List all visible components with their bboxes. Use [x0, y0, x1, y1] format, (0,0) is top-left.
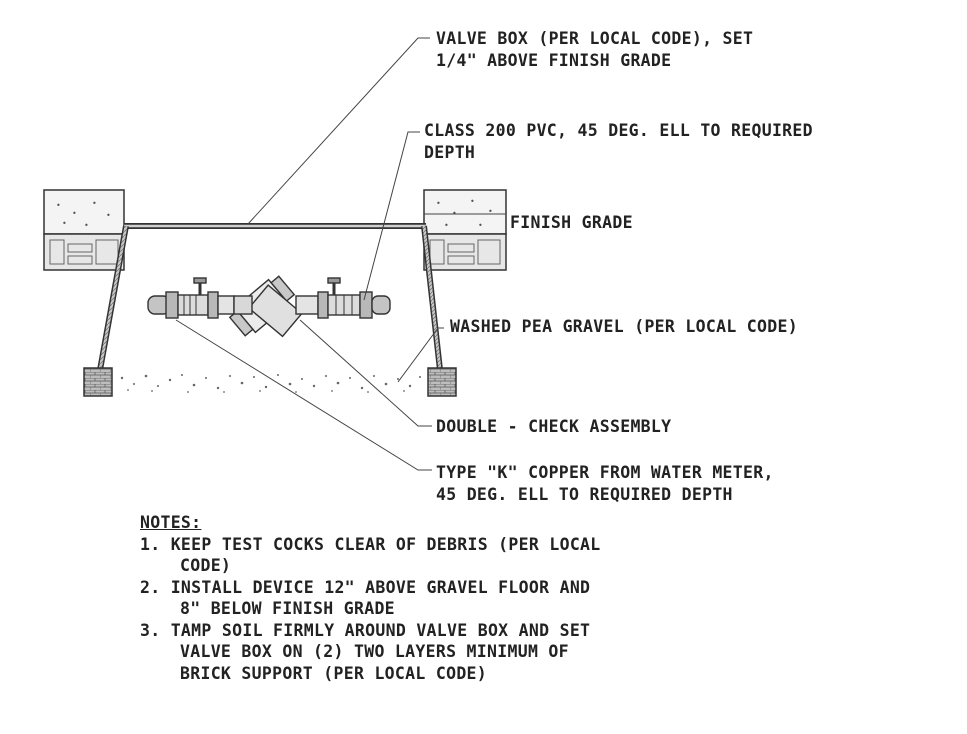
svg-text:•: • [84, 221, 89, 230]
svg-text:•: • [444, 221, 449, 230]
note-1-cont: CODE) [180, 556, 232, 575]
pvc-label: CLASS 200 PVC, 45 DEG. ELL TO REQUIRED D… [424, 120, 813, 164]
note-3-cont-1: VALVE BOX ON (2) TWO LAYERS MINIMUM OF [180, 642, 569, 661]
notes-section: NOTES: 1. KEEP TEST COCKS CLEAR OF DEBRI… [140, 512, 601, 684]
valve-box [97, 223, 443, 371]
svg-text:•: • [56, 201, 61, 210]
pea-gravel-label: WASHED PEA GRAVEL (PER LOCAL CODE) [450, 317, 798, 336]
pea-gravel [120, 374, 421, 393]
note-2-cont: 8" BELOW FINISH GRADE [180, 599, 395, 618]
finish-grade-label: FINISH GRADE [510, 213, 633, 232]
svg-text:•: • [436, 199, 441, 208]
svg-text:•: • [92, 199, 97, 208]
notes-heading: NOTES: [140, 513, 202, 532]
pvc-label-line-2: DEPTH [424, 143, 476, 162]
note-1: 1. KEEP TEST COCKS CLEAR OF DEBRIS (PER … [140, 534, 601, 554]
left-soil-block: •••••• [43, 189, 125, 271]
copper-label: TYPE "K" COPPER FROM WATER METER, 45 DEG… [436, 462, 774, 506]
leader-lines [175, 37, 506, 471]
pvc-label-line-1: CLASS 200 PVC, 45 DEG. ELL TO REQUIRED [424, 121, 813, 140]
copper-label-line-2: 45 DEG. ELL TO REQUIRED DEPTH [436, 485, 733, 504]
svg-text:•: • [72, 209, 77, 218]
copper-label-line-1: TYPE "K" COPPER FROM WATER METER, [436, 463, 774, 482]
brick-support-left [83, 367, 113, 397]
double-check-label: DOUBLE - CHECK ASSEMBLY [436, 417, 672, 436]
note-3: 3. TAMP SOIL FIRMLY AROUND VALVE BOX AND… [140, 620, 591, 640]
valve-box-label: VALVE BOX (PER LOCAL CODE), SET 1/4" ABO… [436, 28, 753, 72]
svg-text:•: • [488, 207, 493, 216]
valve-box-label-line-1: VALVE BOX (PER LOCAL CODE), SET [436, 29, 754, 48]
svg-text:•: • [470, 197, 475, 206]
svg-text:•: • [478, 221, 483, 230]
note-2: 2. INSTALL DEVICE 12" ABOVE GRAVEL FLOOR… [140, 577, 591, 597]
svg-text:•: • [62, 219, 67, 228]
brick-support-right [427, 367, 457, 397]
double-check-assembly [147, 275, 391, 338]
right-soil-block: •••••• [423, 189, 507, 271]
note-3-cont-2: BRICK SUPPORT (PER LOCAL CODE) [180, 663, 488, 683]
valve-box-label-line-2: 1/4" ABOVE FINISH GRADE [436, 51, 672, 70]
svg-text:•: • [106, 211, 111, 220]
